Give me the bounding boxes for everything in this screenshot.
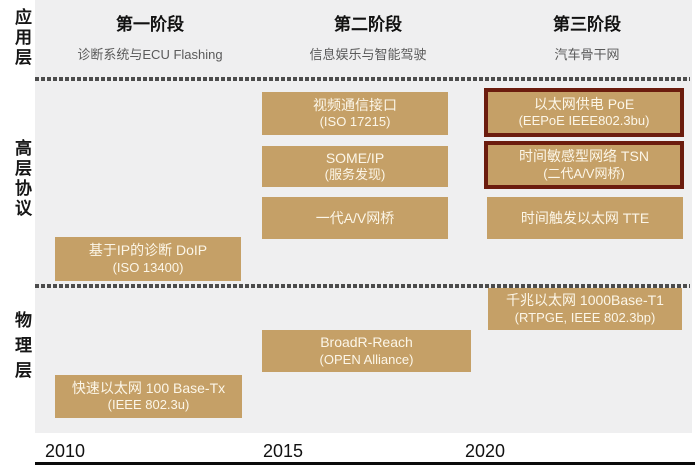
box-standard: (ISO 17215) (319, 114, 391, 130)
box-gigabit-ethernet: 千兆以太网 1000Base-T1 (RTPGE, IEEE 802.3bp) (488, 288, 682, 330)
stage-3-subtitle: 汽车骨干网 (554, 47, 620, 62)
box-tte: 时间触发以太网 TTE (487, 197, 683, 239)
box-title: 快速以太网 100 Base-Tx (71, 379, 226, 396)
stage-column-1: 第一阶段 诊断系统与ECU Flashing (50, 10, 250, 63)
box-avb-gen1: 一代A/V网桥 (262, 197, 448, 239)
layer-label-application: 应用层 (12, 8, 31, 68)
box-title: 一代A/V网桥 (315, 209, 395, 226)
layer-label-physical: 物理层 (12, 311, 31, 386)
box-title: 时间触发以太网 TTE (520, 209, 650, 226)
box-standard: (IEEE 802.3u) (107, 397, 190, 413)
stage-column-2: 第二阶段 信息娱乐与智能驾驶 (268, 10, 468, 63)
stage-2-subtitle: 信息娱乐与智能驾驶 (309, 47, 427, 62)
separator-highprotocol-physical (35, 284, 690, 288)
timeline-year-2010: 2010 (45, 441, 86, 461)
box-title: 千兆以太网 1000Base-T1 (506, 292, 664, 309)
stage-1-title: 第一阶段 (116, 15, 184, 34)
box-standard: (服务发现) (324, 167, 386, 183)
stage-2-title: 第二阶段 (334, 15, 402, 34)
timeline-axis-line (35, 462, 695, 465)
box-standard: (RTPGE, IEEE 802.3bp) (514, 309, 656, 325)
box-standard: (OPEN Alliance) (319, 351, 414, 367)
box-poe-highlighted: 以太网供电 PoE (EEPoE IEEE802.3bu) (484, 88, 684, 137)
box-someip: SOME/IP (服务发现) (262, 146, 448, 187)
box-doip: 基于IP的诊断 DoIP (ISO 13400) (55, 237, 241, 281)
box-title: SOME/IP (325, 149, 385, 166)
separator-application-highprotocol (35, 77, 690, 81)
box-broadr-reach: BroadR-Reach (OPEN Alliance) (262, 330, 471, 372)
stage-3-title: 第三阶段 (553, 15, 621, 34)
stage-1-subtitle: 诊断系统与ECU Flashing (77, 47, 223, 62)
box-standard: (ISO 13400) (112, 259, 184, 275)
stage-column-3: 第三阶段 汽车骨干网 (487, 10, 687, 63)
box-tsn-highlighted: 时间敏感型网络 TSN (二代A/V网桥) (484, 141, 684, 189)
box-title: BroadR-Reach (320, 334, 413, 351)
timeline-year-2020: 2020 (465, 441, 506, 461)
box-standard: (二代A/V网桥) (543, 165, 625, 181)
box-title: 基于IP的诊断 DoIP (88, 242, 208, 259)
box-standard: (EEPoE IEEE802.3bu) (518, 113, 650, 129)
box-video-comm-interface: 视频通信接口 (ISO 17215) (262, 92, 448, 135)
box-title: 视频通信接口 (313, 96, 397, 113)
timeline-year-2015: 2015 (263, 441, 304, 461)
layer-label-high-protocol: 高层协议 (12, 139, 31, 219)
box-fast-ethernet: 快速以太网 100 Base-Tx (IEEE 802.3u) (55, 375, 242, 418)
box-title: 以太网供电 PoE (533, 95, 635, 112)
box-title: 时间敏感型网络 TSN (519, 148, 649, 165)
